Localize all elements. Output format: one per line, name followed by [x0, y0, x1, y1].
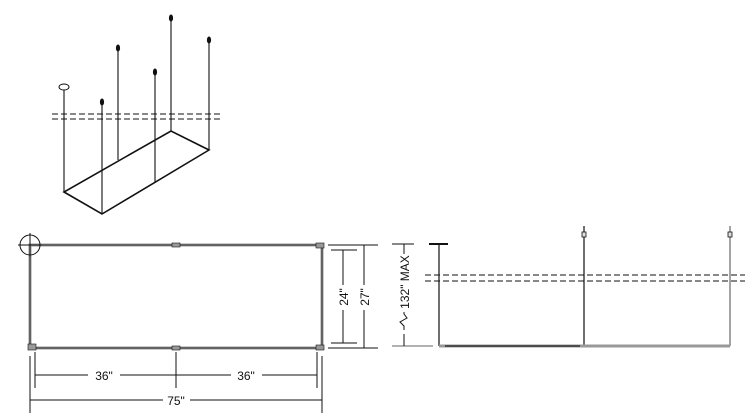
isometric-view — [52, 14, 222, 215]
power-canopy-icon — [58, 83, 70, 91]
dim-overall-length: 75" — [167, 394, 185, 408]
dim-segment-right: 36" — [237, 369, 255, 383]
suspension-cables — [63, 20, 210, 214]
cable-gripper — [727, 231, 733, 238]
dim-max-height: 132" MAX — [398, 255, 412, 309]
cable-gripper — [581, 231, 587, 238]
cable-grippers — [99, 14, 212, 106]
break-symbol-icon — [399, 312, 408, 330]
power-feed-icon — [18, 233, 42, 257]
dim-outer-width: 27" — [358, 288, 372, 306]
fixture-outline — [28, 243, 324, 350]
dim-inner-width: 24" — [337, 288, 351, 306]
elevation-view: 132" MAX — [392, 226, 745, 348]
plan-view: 36" 36" 75" 24" 27" — [18, 233, 378, 413]
fixture-frame — [62, 130, 211, 215]
dimension-lines — [29, 244, 378, 413]
dim-segment-left: 36" — [95, 369, 113, 383]
connectors — [27, 242, 325, 351]
